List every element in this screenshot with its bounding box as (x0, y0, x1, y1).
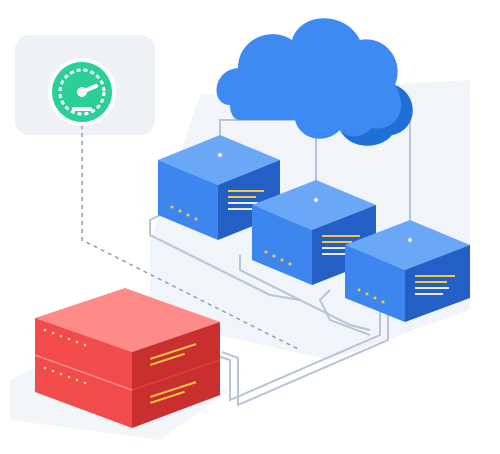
server-icon (252, 180, 376, 285)
red-server-stack (34, 288, 221, 428)
cloud-icon (216, 18, 413, 146)
server-icon (35, 288, 220, 390)
speedometer-icon (48, 58, 116, 126)
server-icon (34, 354, 221, 428)
blue-servers (158, 135, 470, 322)
server-icon (345, 220, 470, 322)
monitor-dashed-line (81, 125, 301, 351)
cable-connectors (217, 152, 413, 243)
